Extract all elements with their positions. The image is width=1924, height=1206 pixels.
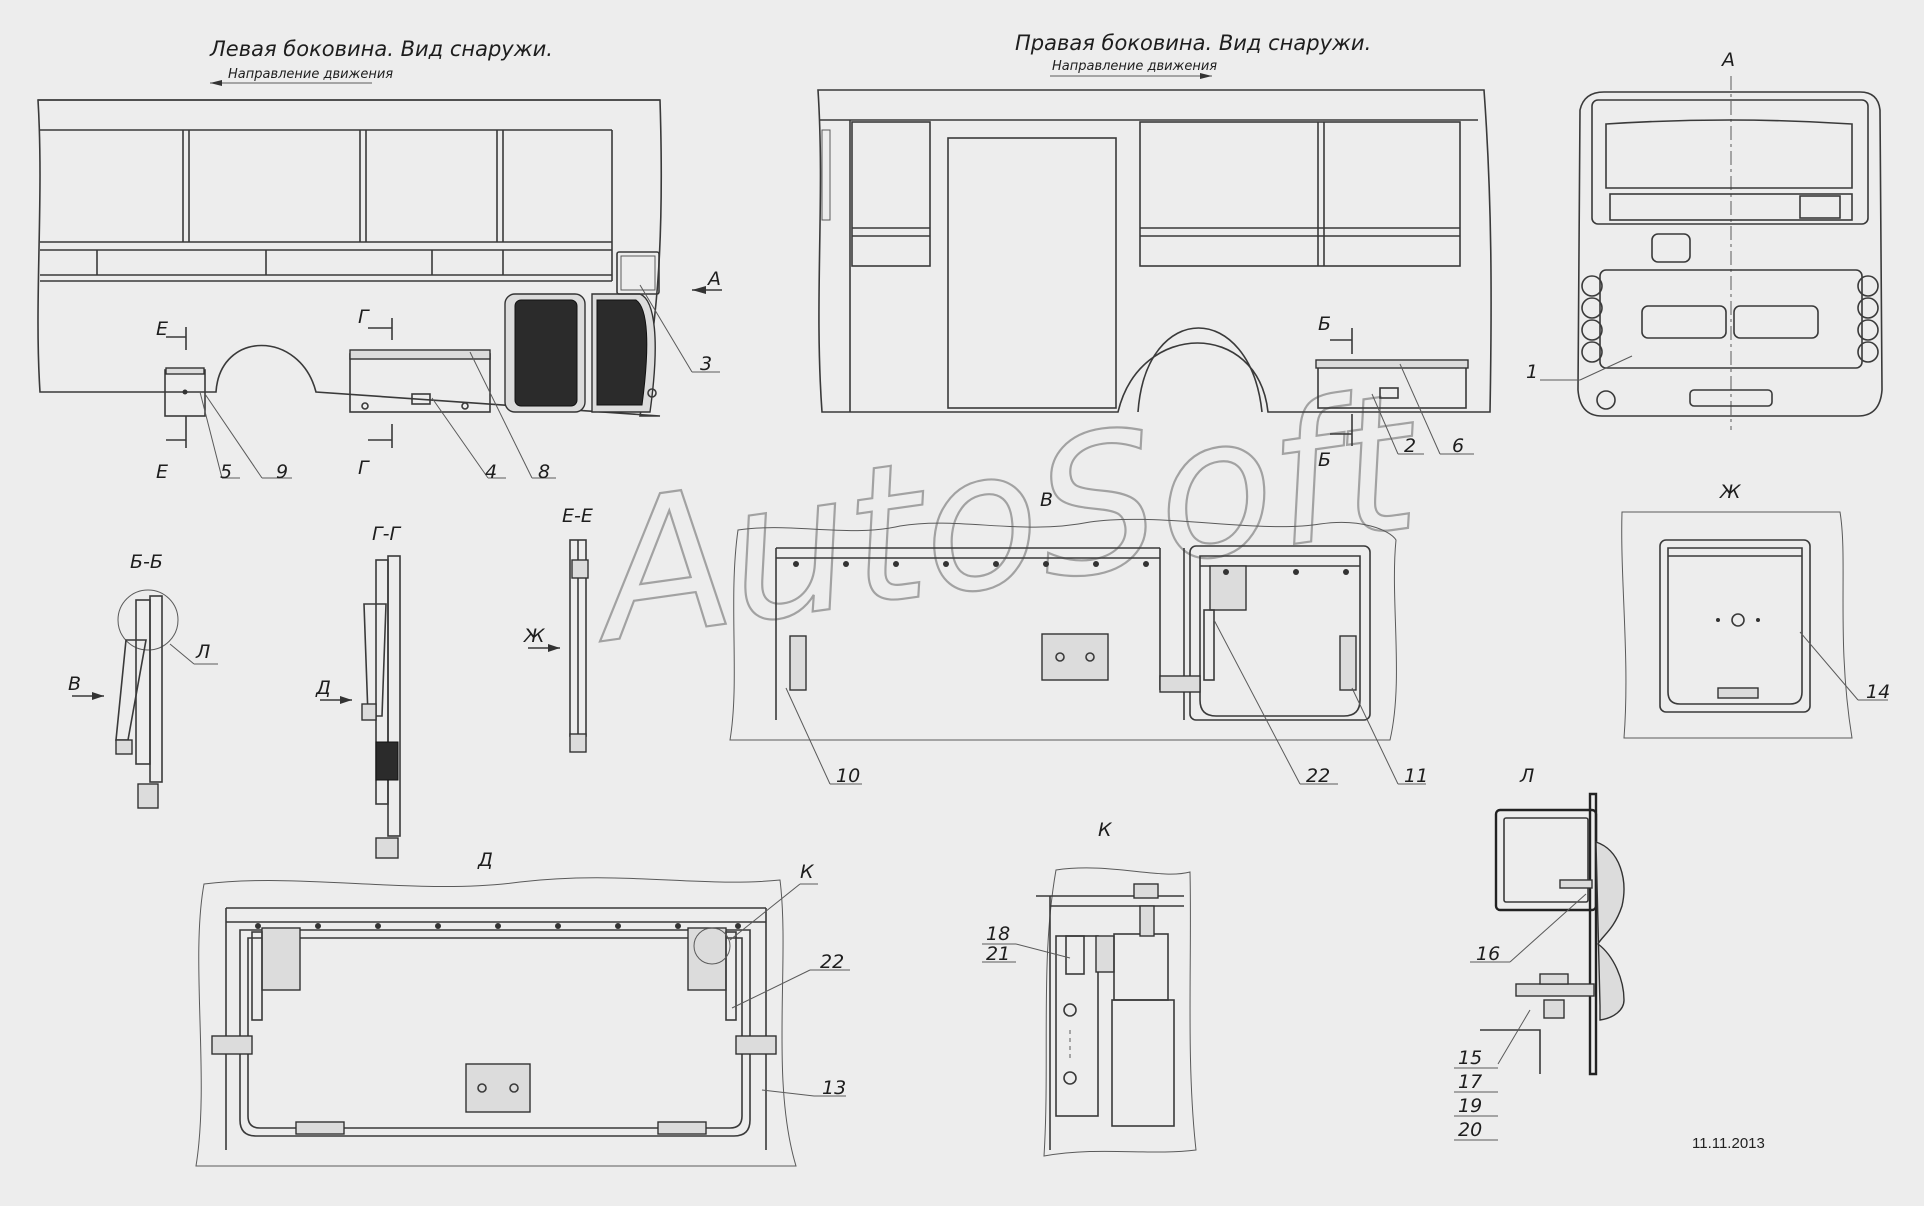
detail-K-marker: К xyxy=(800,861,815,883)
view-Zh-title: Ж xyxy=(1719,481,1742,503)
cut-B-top: Б xyxy=(1318,313,1331,335)
view-Zh-arrow: Ж xyxy=(523,625,546,647)
detail-L-title: Л xyxy=(1519,765,1534,787)
left-grille-1 xyxy=(514,299,578,407)
view-V: В 10 22 11 xyxy=(729,489,1428,787)
section-EE: Е-Е Ж xyxy=(523,505,593,753)
callout-3: 3 xyxy=(700,353,712,375)
view-K-title: К xyxy=(1098,819,1113,841)
callout-15: 15 xyxy=(1458,1047,1482,1069)
callout-6: 6 xyxy=(1452,435,1464,457)
left-grille-2 xyxy=(596,299,648,406)
view-Zh: Ж 14 xyxy=(1621,481,1890,739)
section-BB-title: Б-Б xyxy=(130,551,163,573)
callout-9: 9 xyxy=(276,461,288,483)
cut-G-top: Г xyxy=(358,306,370,328)
drawing-date: 11.11.2013 xyxy=(1692,1135,1765,1152)
left-side-title: Левая боковина. Вид снаружи. xyxy=(209,37,553,61)
detail-L-marker: Л xyxy=(195,641,210,663)
view-D-title: Д xyxy=(477,849,493,871)
detail-L: Л 16 15 17 19 20 xyxy=(1454,765,1625,1141)
section-GG-title: Г-Г xyxy=(372,523,401,545)
callout-8: 8 xyxy=(538,461,550,483)
right-direction-arrow: Направление движения xyxy=(1050,59,1217,79)
callout-1: 1 xyxy=(1526,361,1538,383)
callout-11: 11 xyxy=(1404,765,1428,787)
callout-10: 10 xyxy=(836,765,860,787)
right-side-title: Правая боковина. Вид снаружи. xyxy=(1015,31,1371,55)
callout-16: 16 xyxy=(1476,943,1500,965)
callout-5: 5 xyxy=(220,461,232,483)
callout-14: 14 xyxy=(1866,681,1890,703)
callout-13: 13 xyxy=(822,1077,846,1099)
view-K: К 18 21 xyxy=(982,819,1197,1157)
view-V-arrow: В xyxy=(68,673,81,695)
section-EE-title: Е-Е xyxy=(562,505,593,527)
watermark: AutoSoft xyxy=(575,351,1434,686)
cut-G-bottom: Г xyxy=(358,457,370,479)
callout-22-bottom: 22 xyxy=(820,951,844,973)
callout-21: 21 xyxy=(986,943,1010,965)
right-side-view: Правая боковина. Вид снаружи. Направлени… xyxy=(817,31,1492,471)
view-A-arrow: А xyxy=(706,268,721,290)
view-D: Д К 22 13 xyxy=(195,849,850,1167)
left-direction-label: Направление движения xyxy=(228,67,393,82)
callout-22-top: 22 xyxy=(1306,765,1330,787)
callout-4: 4 xyxy=(485,461,497,483)
cut-E-top: Е xyxy=(156,318,168,340)
view-A-title: А xyxy=(1720,49,1735,71)
view-A-rear: А 1 xyxy=(1526,49,1883,430)
left-side-view: Левая боковина. Вид снаружи. Направление… xyxy=(37,37,722,483)
callout-18: 18 xyxy=(986,923,1010,945)
cut-B-bottom: Б xyxy=(1318,449,1331,471)
callout-20: 20 xyxy=(1458,1119,1482,1141)
cut-E-bottom: Е xyxy=(156,461,168,483)
callout-19: 19 xyxy=(1458,1095,1482,1117)
section-GG: Г-Г Д xyxy=(315,523,401,859)
section-BB: Б-Б В Л xyxy=(68,551,218,809)
callout-17: 17 xyxy=(1458,1071,1482,1093)
right-direction-label: Направление движения xyxy=(1052,59,1217,74)
left-direction-arrow: Направление движения xyxy=(210,67,393,86)
view-D-arrow: Д xyxy=(315,677,331,699)
view-V-title: В xyxy=(1040,489,1053,511)
callout-2: 2 xyxy=(1404,435,1416,457)
